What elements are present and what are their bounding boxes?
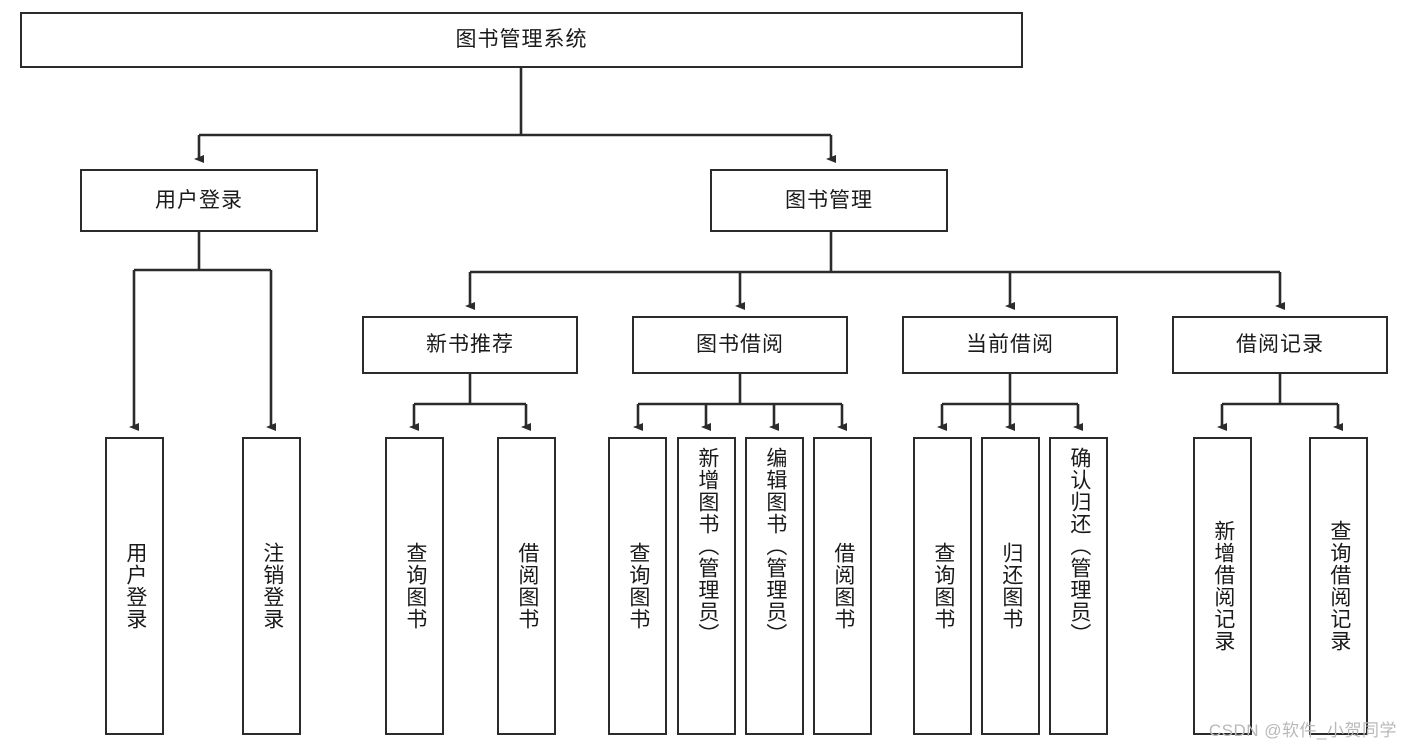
node-user-login-label: 用户登录 [155, 188, 243, 212]
node-user-login[interactable]: 用户登录 [80, 169, 318, 232]
leaf-user-login-2-label: 注销登录 [260, 542, 284, 630]
csdn-watermark: CSDN @软件_小贺同学 [1208, 721, 1397, 740]
node-book-management[interactable]: 图书管理 [710, 169, 948, 232]
node-borrow-record[interactable]: 借阅记录 [1172, 316, 1388, 374]
leaf-new-book-1-label: 查询图书 [403, 542, 427, 630]
node-book-borrow[interactable]: 图书借阅 [632, 316, 848, 374]
leaf-borrow-record-1[interactable]: 新增借阅记录 [1193, 437, 1252, 735]
leaf-current-borrow-1-label: 查询图书 [931, 542, 955, 630]
leaf-book-borrow-2[interactable]: 新增图书（管理员） [677, 437, 736, 735]
leaf-book-borrow-1[interactable]: 查询图书 [608, 437, 667, 735]
leaf-new-book-1[interactable]: 查询图书 [385, 437, 444, 735]
leaf-book-borrow-2-label: 新增图书（管理员） [695, 447, 719, 645]
leaf-book-borrow-1-label: 查询图书 [626, 542, 650, 630]
leaf-current-borrow-2-label: 归还图书 [999, 542, 1023, 630]
node-borrow-record-label: 借阅记录 [1236, 333, 1324, 357]
node-current-borrow[interactable]: 当前借阅 [902, 316, 1118, 374]
leaf-user-login-1[interactable]: 用户登录 [105, 437, 164, 735]
leaf-borrow-record-2[interactable]: 查询借阅记录 [1309, 437, 1368, 735]
leaf-current-borrow-3-label: 确认归还（管理员） [1067, 447, 1091, 645]
leaf-current-borrow-1[interactable]: 查询图书 [913, 437, 972, 735]
node-book-management-label: 图书管理 [785, 188, 873, 212]
node-root-label: 图书管理系统 [455, 28, 588, 52]
leaf-book-borrow-4-label: 借阅图书 [831, 542, 855, 630]
node-new-book-recommend-label: 新书推荐 [426, 333, 514, 357]
leaf-book-borrow-4[interactable]: 借阅图书 [813, 437, 872, 735]
leaf-borrow-record-1-label: 新增借阅记录 [1211, 520, 1235, 652]
leaf-new-book-2-label: 借阅图书 [515, 542, 539, 630]
leaf-current-borrow-3[interactable]: 确认归还（管理员） [1049, 437, 1108, 735]
leaf-new-book-2[interactable]: 借阅图书 [497, 437, 556, 735]
leaf-book-borrow-3-label: 编辑图书（管理员） [763, 447, 787, 645]
leaf-user-login-1-label: 用户登录 [123, 542, 147, 630]
node-book-borrow-label: 图书借阅 [696, 333, 784, 357]
leaf-user-login-2[interactable]: 注销登录 [242, 437, 301, 735]
leaf-borrow-record-2-label: 查询借阅记录 [1327, 520, 1351, 652]
leaf-current-borrow-2[interactable]: 归还图书 [981, 437, 1040, 735]
node-current-borrow-label: 当前借阅 [966, 333, 1054, 357]
node-new-book-recommend[interactable]: 新书推荐 [362, 316, 578, 374]
node-root[interactable]: 图书管理系统 [20, 12, 1023, 68]
leaf-book-borrow-3[interactable]: 编辑图书（管理员） [745, 437, 804, 735]
